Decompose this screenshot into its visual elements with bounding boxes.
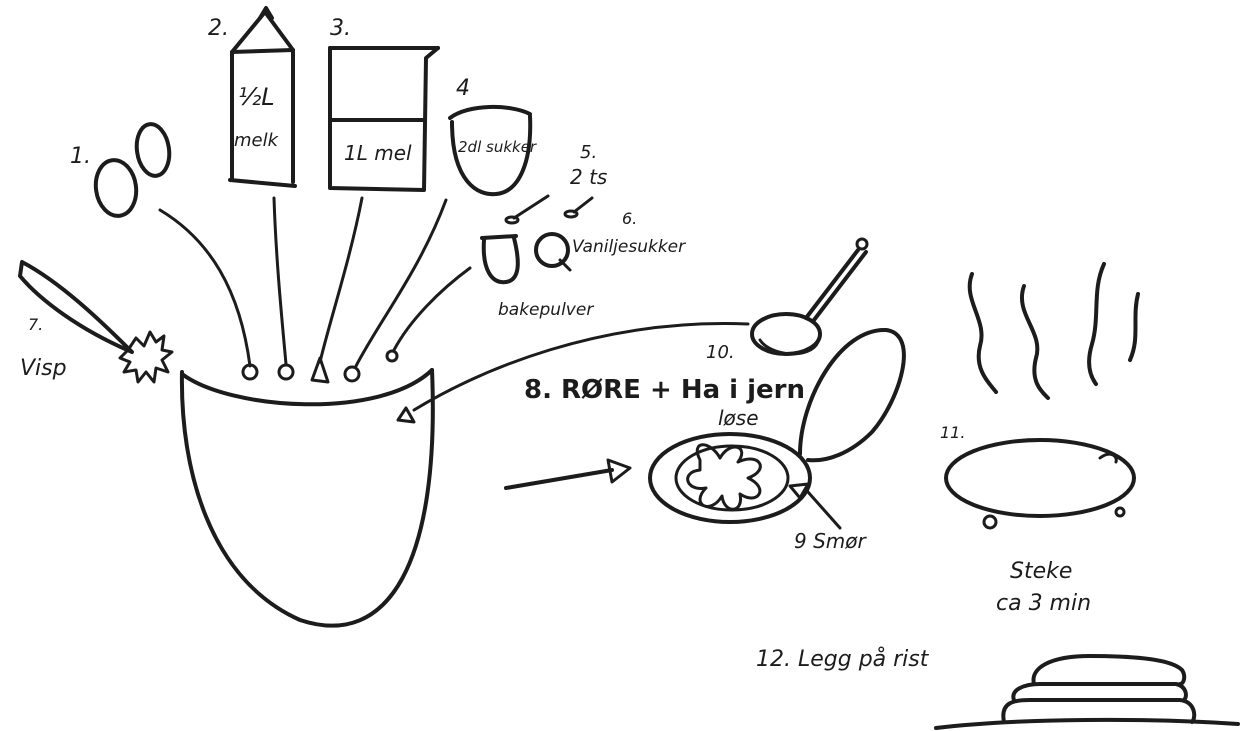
sugar-label: 2dl sukker (458, 138, 537, 156)
whisk-label: Visp (20, 356, 67, 381)
step-10-label: 10. (706, 342, 735, 363)
process-arrow (506, 460, 630, 488)
step-3-label: 3. (330, 16, 351, 41)
vanilla-label: Vaniljesukker (572, 237, 686, 257)
step-7-label: 7. (28, 315, 43, 334)
step-11-label: 11. (940, 423, 965, 442)
step-5-label: 5. (580, 142, 597, 163)
waffle-iron-closed: 11. Steke ca 3 min (940, 264, 1138, 616)
pour-label: løse (718, 406, 759, 430)
flour-jug: 3. 1L mel (330, 16, 438, 190)
waffle-stack: 12. Legg på rist (756, 646, 1238, 728)
bake-line1: Steke (1010, 559, 1072, 584)
butter-label: 9 Smør (794, 529, 867, 553)
step-6-label: 6. (622, 209, 637, 228)
step-2-label: 2. (208, 16, 229, 41)
ingredient-arrows (160, 198, 470, 382)
waffle-iron-open: 9 Smør (650, 330, 904, 553)
whisk: 7. Visp (20, 262, 172, 382)
milk-carton: 2. ½L melk (208, 8, 295, 186)
bakepowder-label: bakepulver (498, 300, 594, 320)
stir-label: 8. RØRE + Ha i jern (524, 375, 805, 405)
powders: 6. Vaniljesukker bakepulver (482, 209, 686, 320)
milk-label: melk (234, 130, 280, 151)
milk-amount: ½L (238, 83, 275, 111)
ladle: 10. (706, 239, 867, 363)
stack-label: 12. Legg på rist (756, 646, 930, 672)
mixing-bowl (182, 324, 748, 626)
eggs: 1. (70, 122, 172, 218)
step-1-label: 1. (70, 144, 91, 169)
bake-line2: ca 3 min (996, 591, 1091, 616)
flour-label: 1L mel (344, 141, 412, 165)
tsp-label: 2 ts (570, 165, 607, 189)
sugar-bowl: 4 2dl sukker (450, 76, 537, 194)
step-4-label: 4 (456, 76, 470, 101)
